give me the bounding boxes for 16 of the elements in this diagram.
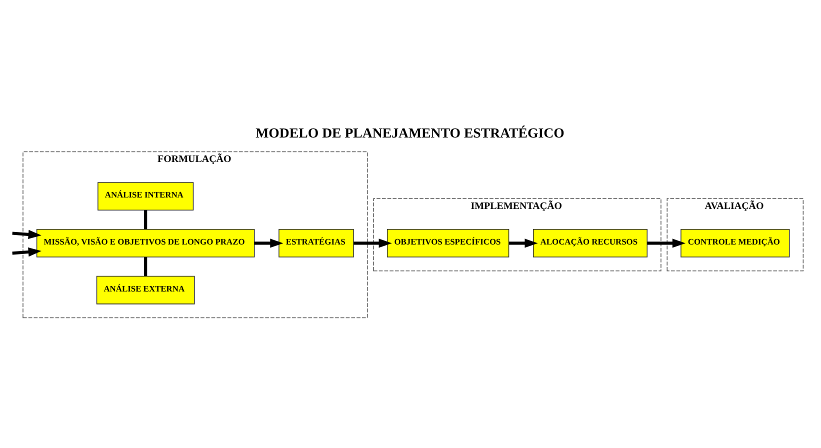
arrow [254, 238, 284, 248]
arrow [354, 238, 392, 248]
node-box: CONTROLE MEDIÇÃO [680, 229, 790, 258]
arrow [12, 230, 42, 240]
node-box: OBJETIVOS ESPECÍFICOS [386, 229, 510, 258]
connector [144, 257, 148, 276]
connector [144, 210, 148, 230]
node-box: ALOCAÇÃO RECURSOS [533, 229, 648, 258]
arrow [647, 238, 686, 248]
arrow [12, 247, 42, 257]
arrow [508, 238, 538, 248]
node-box: ANÁLISE INTERNA [98, 182, 194, 211]
node-box: ANÁLISE EXTERNA [96, 276, 195, 304]
node-box: MISSÃO, VISÃO E OBJETIVOS DE LONGO PRAZO [36, 229, 255, 258]
node-box: ESTRATÉGIAS [278, 229, 354, 258]
diagram-title: MODELO DE PLANEJAMENTO ESTRATÉGICO [256, 125, 564, 140]
